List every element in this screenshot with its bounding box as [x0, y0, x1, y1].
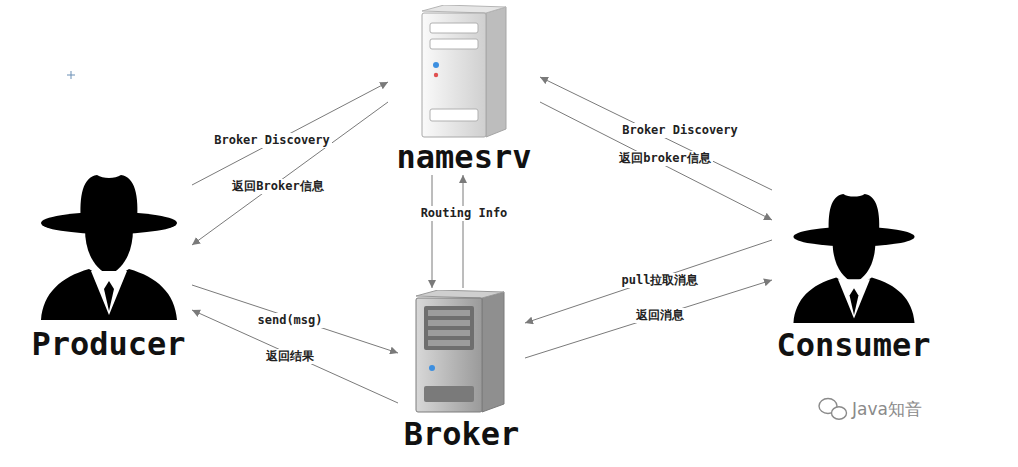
- node-illustration: [39, 165, 179, 320]
- watermark: Java知音: [852, 398, 922, 421]
- connector-arrow: [463, 175, 464, 288]
- cursor-cross: [67, 71, 75, 79]
- node-illustration: [788, 185, 920, 323]
- node-title: Consumer: [772, 326, 935, 364]
- edge-label: send(msg): [255, 313, 324, 328]
- node-title: Producer: [25, 325, 192, 363]
- node-title: Broker: [398, 415, 525, 453]
- connector-arrow: [525, 280, 772, 358]
- nameserver-node: namesrv: [388, 2, 540, 175]
- edge-label: pull拉取消息: [620, 273, 701, 288]
- connector-arrow: [540, 102, 772, 220]
- edge-label: Broker Discovery: [620, 123, 740, 138]
- node-illustration: [410, 290, 510, 415]
- node-illustration: [414, 5, 514, 140]
- connector-arrow: [432, 175, 433, 288]
- node-title: namesrv: [388, 138, 540, 176]
- connector-arrow: [525, 240, 772, 323]
- edge-label: Routing Info: [419, 206, 510, 221]
- producer-node: Producer: [25, 160, 192, 370]
- connector-arrow: [192, 82, 388, 185]
- edge-label: 返回Broker信息: [230, 179, 325, 194]
- edge-label: 返回broker信息: [617, 151, 712, 166]
- connector-arrow: [540, 77, 772, 190]
- edge-label: Broker Discovery: [212, 133, 332, 148]
- connector-arrow: [192, 310, 398, 403]
- connector-arrow: [192, 285, 398, 353]
- broker-node: Broker: [398, 288, 525, 455]
- connector-arrow: [192, 102, 388, 245]
- wechat-icon: [819, 399, 847, 420]
- consumer-node: Consumer: [772, 180, 935, 370]
- edge-label: 返回消息: [634, 308, 686, 323]
- edge-label: 返回结果: [264, 349, 316, 364]
